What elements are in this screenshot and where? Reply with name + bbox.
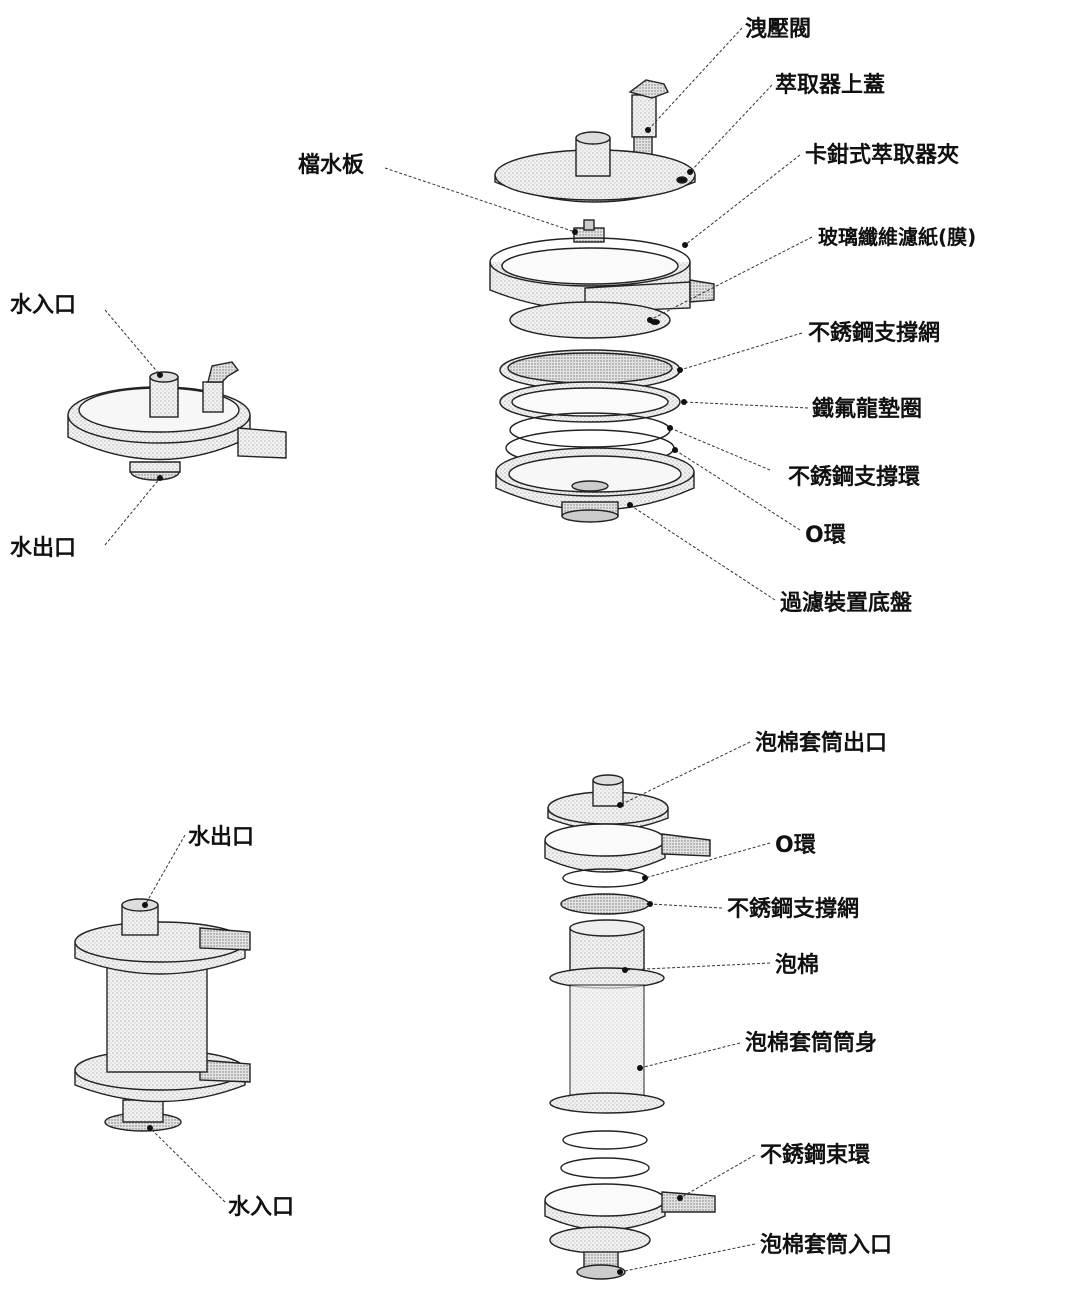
- band-clamp-part: [544, 1183, 716, 1231]
- foam-part: [549, 919, 665, 989]
- label-top-inlet: 水入口: [10, 293, 76, 318]
- label-foam-outlet: 泡棉套筒出口: [755, 730, 887, 756]
- relief-valve-part: [628, 79, 669, 158]
- support-mesh-upper-part: [560, 893, 650, 915]
- label-base-plate: 過濾裝置底盤: [780, 590, 913, 616]
- foam-sleeve-inlet-part: [549, 1226, 651, 1280]
- base-plate-part: [495, 447, 695, 523]
- assembled-foam-sleeve: [74, 898, 251, 1132]
- label-bottom-outlet: 水出口: [188, 825, 254, 850]
- leader-lines: [104, 27, 813, 1273]
- label-ptfe-gasket: 鐵氟龍墊圈: [812, 396, 922, 422]
- top-clamp-part: [544, 823, 711, 873]
- label-sleeve-body: 泡棉套筒筒身: [745, 1030, 877, 1056]
- label-foam-support-mesh: 不銹鋼支撐網: [727, 896, 859, 922]
- label-foam: 泡棉: [775, 952, 819, 978]
- o-ring-lower-part: [562, 1130, 648, 1150]
- support-mesh-lower-part: [560, 1157, 650, 1179]
- foam-sleeve-outlet-part: [547, 774, 669, 831]
- label-top-outlet: 水出口: [10, 536, 76, 561]
- exploded-foam-sleeve-parts: [544, 774, 716, 1280]
- label-support-ring: 不銹鋼支撐環: [788, 464, 921, 490]
- label-bottom-inlet: 水入口: [228, 1195, 294, 1220]
- label-extractor-lid: 萃取器上蓋: [775, 72, 885, 98]
- exploded-filter-parts: [489, 79, 715, 523]
- assembled-filter-holder: [67, 361, 287, 481]
- clamp-part: [489, 237, 715, 313]
- glass-fiber-filter-part: [509, 301, 671, 339]
- label-ss-band: 不銹鋼束環: [760, 1142, 871, 1168]
- extractor-lid-part: [494, 131, 696, 203]
- leader-arrowheads: [142, 127, 693, 1275]
- label-relief-valve: 洩壓閥: [745, 17, 811, 42]
- label-o-ring-top: O環: [805, 523, 847, 548]
- label-foam-inlet: 泡棉套筒入口: [760, 1232, 892, 1258]
- label-clamp: 卡鉗式萃取器夾: [805, 142, 959, 168]
- label-support-mesh: 不銹鋼支撐網: [808, 320, 940, 346]
- sleeve-body-part: [549, 984, 665, 1114]
- label-foam-o-ring: O環: [775, 833, 817, 858]
- label-glass-fiber-filter: 玻璃纖維濾紙(膜): [818, 225, 976, 249]
- label-baffle: 檔水板: [298, 152, 365, 178]
